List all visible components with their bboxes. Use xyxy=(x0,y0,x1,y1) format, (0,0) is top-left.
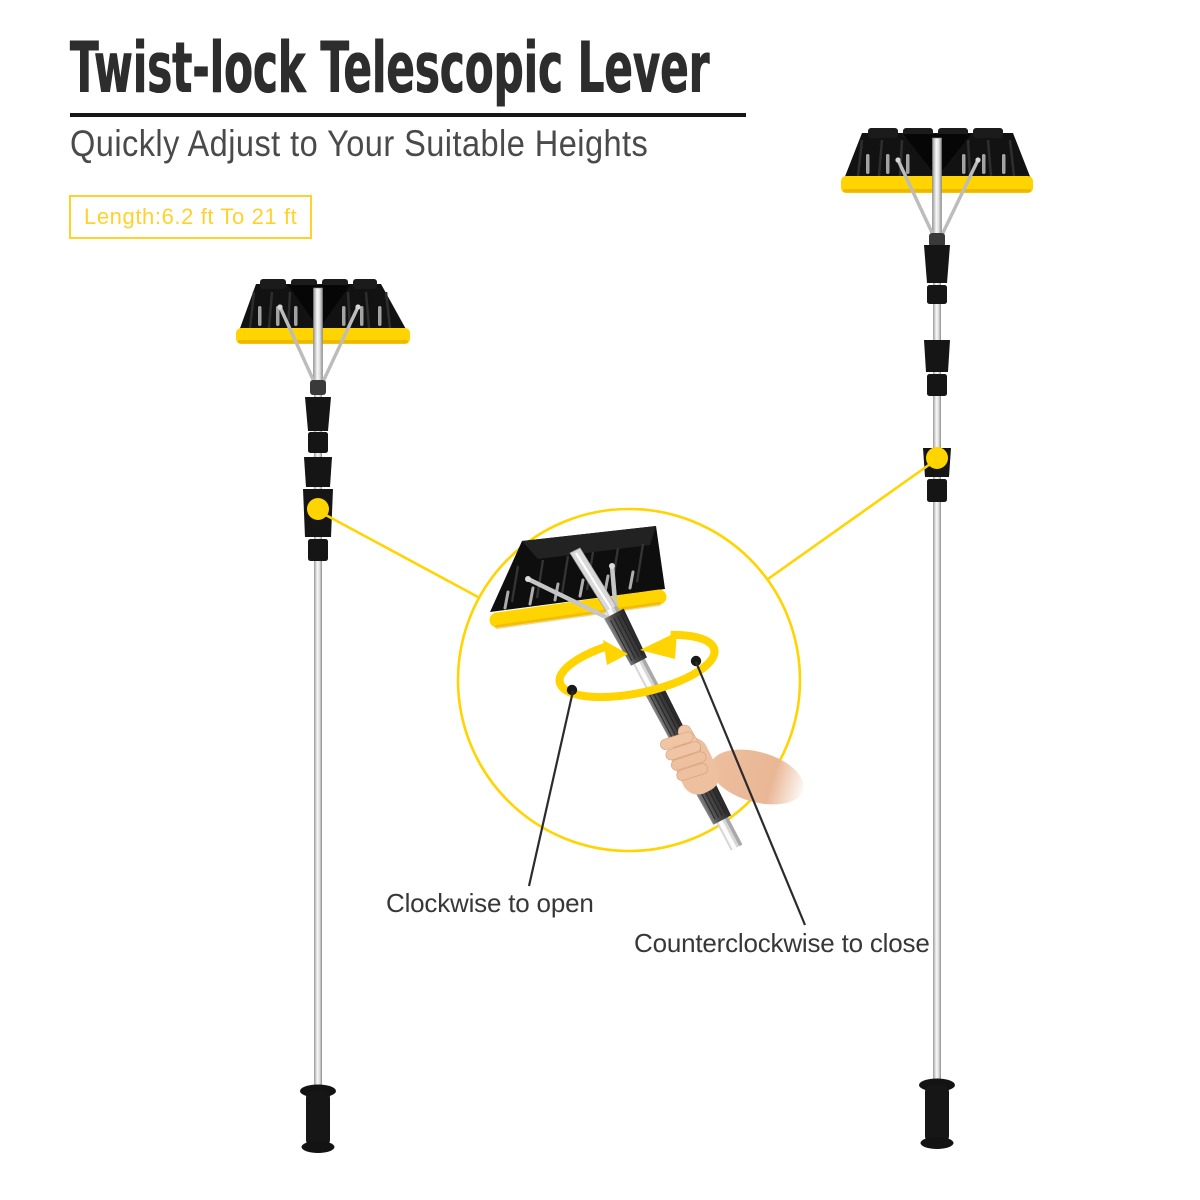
left-yellow-edge-shadow xyxy=(238,340,408,344)
right-handle-grip xyxy=(919,1078,955,1149)
left-blade-slots xyxy=(258,306,382,326)
left-twist-collars xyxy=(303,397,333,561)
hand-twisting-lock xyxy=(660,724,804,805)
inset-screw xyxy=(609,563,615,569)
right-product-extended-rake xyxy=(841,128,1033,1149)
clockwise-arrowhead-icon xyxy=(603,640,628,665)
left-lock-marker-dot xyxy=(307,498,329,520)
left-center-tube xyxy=(313,287,323,389)
counterclockwise-callout-line xyxy=(694,661,807,926)
right-lock-marker-dot xyxy=(926,447,948,469)
inset-brace xyxy=(525,576,615,623)
forearm xyxy=(710,749,804,805)
right-joint xyxy=(929,233,945,247)
left-pole xyxy=(314,395,322,1092)
length-badge: Length:6.2 ft To 21 ft xyxy=(69,195,313,239)
subtitle: Quickly Adjust to Your Suitable Heights xyxy=(70,123,649,164)
clockwise-callout-line xyxy=(527,690,575,887)
inset-mechanism xyxy=(489,526,804,851)
right-blade-ribs xyxy=(856,139,1016,177)
inset-blade-far-edge xyxy=(522,526,656,559)
left-joint xyxy=(310,380,326,395)
left-handle-grip xyxy=(300,1084,336,1153)
left-brace-screw xyxy=(355,304,361,310)
title-divider xyxy=(70,113,746,117)
right-blade-slots xyxy=(866,154,1006,174)
right-brace-screw xyxy=(895,157,901,163)
inset-screw xyxy=(525,576,531,582)
rotation-loop xyxy=(555,630,719,702)
inset-yellow-edge xyxy=(489,589,667,628)
left-leader-line xyxy=(321,511,479,599)
left-braces xyxy=(278,305,360,388)
right-pole xyxy=(933,247,941,1086)
inset-tube-highlight xyxy=(575,552,616,616)
zoom-circle xyxy=(456,507,802,853)
right-leader-line xyxy=(767,460,934,581)
fingers xyxy=(660,731,708,781)
loop-anchor-dot-right xyxy=(690,655,702,667)
inset-yellow-edge-shadow xyxy=(495,602,661,629)
clockwise-label: Clockwise to open xyxy=(386,888,594,918)
inset-blade-ribs xyxy=(510,543,645,603)
left-product-collapsed-rake xyxy=(236,279,410,1153)
counterclockwise-label: Counterclockwise to close xyxy=(634,928,930,958)
counterclockwise-arrowhead-icon xyxy=(640,632,677,659)
page-title: Twist-lock Telescopic Lever xyxy=(70,27,710,109)
loop-anchor-dot-left xyxy=(566,684,578,696)
right-braces xyxy=(896,158,980,241)
right-center-tube xyxy=(932,137,942,239)
right-brace-screw xyxy=(975,157,981,163)
left-brace-screw xyxy=(277,304,283,310)
twist-rotation-arrows xyxy=(555,630,719,702)
